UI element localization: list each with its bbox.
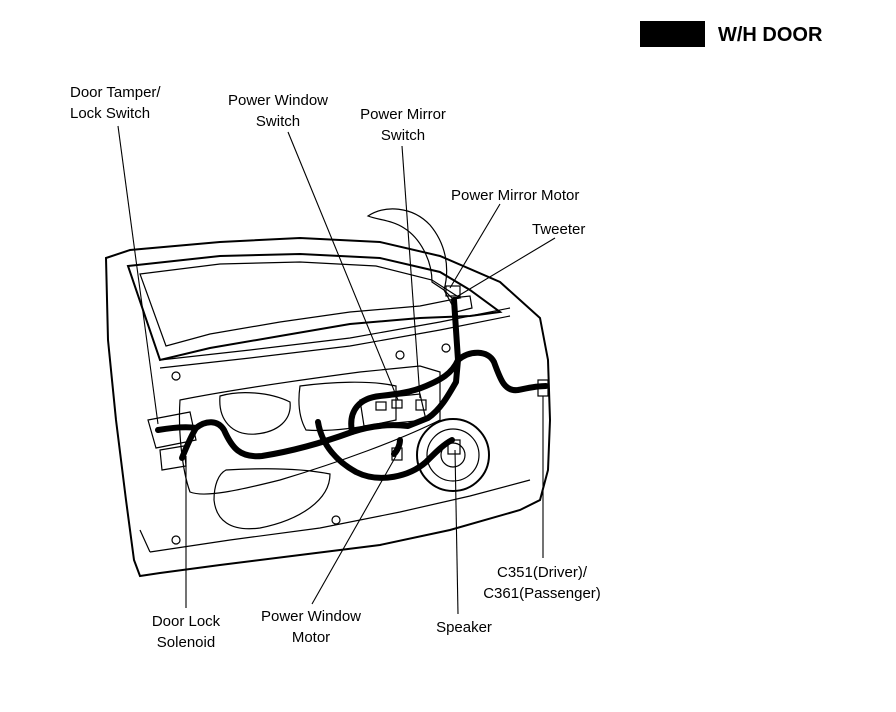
label-power-mirror-switch-line2: Switch bbox=[381, 127, 425, 144]
header-title: W/H DOOR bbox=[718, 24, 823, 46]
header-black-bar bbox=[640, 21, 705, 47]
door-illustration bbox=[104, 208, 552, 578]
label-connector-line1: C351(Driver)/ bbox=[497, 564, 588, 581]
label-power-window-switch-line2: Switch bbox=[256, 113, 300, 130]
label-door-lock-solenoid-line1: Door Lock bbox=[152, 613, 221, 630]
label-power-window-switch-line1: Power Window bbox=[228, 92, 328, 109]
label-power-window-motor-line1: Power Window bbox=[261, 608, 361, 625]
component-labels: Door Tamper/ Lock Switch Power Window Sw… bbox=[70, 84, 601, 651]
leader-lines bbox=[117, 125, 556, 615]
label-connector-line2: C361(Passenger) bbox=[483, 585, 601, 602]
label-door-lock-solenoid-line2: Solenoid bbox=[157, 634, 215, 651]
label-power-mirror-motor: Power Mirror Motor bbox=[451, 187, 579, 204]
label-door-tamper-line1: Door Tamper/ bbox=[70, 84, 161, 101]
label-speaker: Speaker bbox=[436, 619, 492, 636]
label-tweeter: Tweeter bbox=[532, 221, 585, 238]
wire-harness bbox=[155, 297, 549, 481]
label-power-window-motor-line2: Motor bbox=[292, 629, 330, 646]
label-power-mirror-switch-line1: Power Mirror bbox=[360, 106, 446, 123]
label-door-tamper-line2: Lock Switch bbox=[70, 105, 150, 122]
